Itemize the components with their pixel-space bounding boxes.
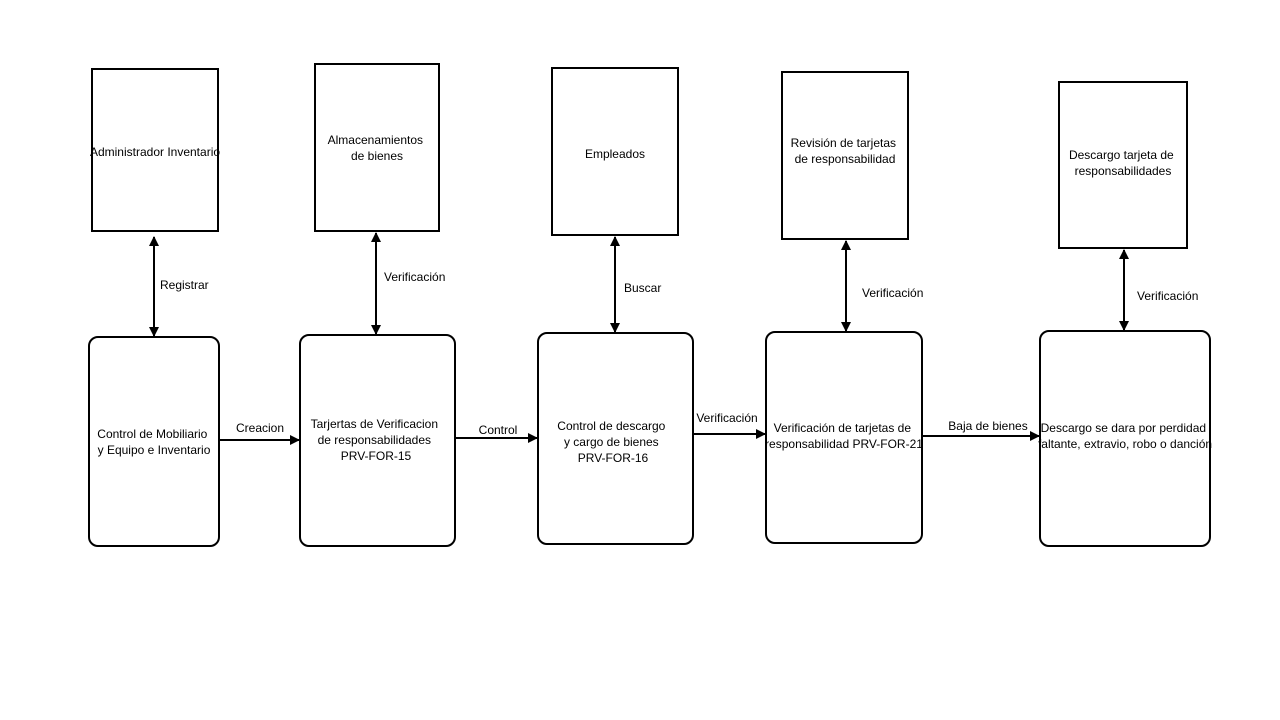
vertical-label: Verificación — [384, 270, 445, 284]
bottom-box-control-descargo: Control de descargo y cargo de bienes PR… — [537, 332, 694, 545]
vertical-label: Verificación — [862, 286, 923, 300]
top-box-text: de responsabilidad — [795, 152, 896, 166]
svg-text:Almacenamientos de biene: Almacenamientos de bienes — [328, 133, 427, 163]
top-box-administrador: Administrador Inventario — [90, 68, 220, 232]
svg-text:Descargo se dara por perdidad: Descargo se dara por perdidad faltante, … — [1038, 421, 1212, 451]
bottom-box-text: Tarjertas de Verificacion — [311, 417, 438, 431]
bottom-box-text: y Equipo e Inventario — [98, 443, 211, 457]
bottom-box-text: responsabilidad PRV-FOR-21 — [765, 437, 923, 451]
horizontal-label: Creacion — [236, 421, 284, 435]
horizontal-connector-control: Control — [456, 423, 538, 443]
vertical-label: Buscar — [624, 281, 661, 295]
vertical-connector-verificacion-2: Verificación — [841, 240, 923, 332]
top-box-text: Almacenamientos — [328, 133, 423, 147]
vertical-connector-registrar: Registrar — [149, 236, 209, 337]
horizontal-connector-creacion: Creacion — [220, 421, 300, 445]
bottom-box-text: Verificación de tarjetas de — [774, 421, 912, 435]
top-box-descargo-tarjeta: Descargo tarjeta de responsabilidades — [1058, 81, 1188, 249]
bottom-box-text: y cargo de bienes — [564, 435, 659, 449]
bottom-box-text: Control de descargo — [557, 419, 665, 433]
top-box-text: Descargo tarjeta de — [1069, 148, 1174, 162]
top-box-almacenamientos: Almacenamientos de bienes — [314, 63, 440, 232]
svg-text:Control de descargo y ca: Control de descargo y cargo de bienes PR… — [557, 419, 668, 465]
bottom-box-descargo-perdida: Descargo se dara por perdidad faltante, … — [1038, 330, 1212, 547]
top-box-text: Revisión de tarjetas — [791, 136, 896, 150]
svg-text:Revisión de tarjetas de: Revisión de tarjetas de responsabilidad — [791, 136, 900, 166]
vertical-connector-verificacion-1: Verificación — [371, 232, 445, 335]
vertical-label: Verificación — [1137, 289, 1198, 303]
bottom-box-control-mobiliario: Control de Mobiliario y Equipo e Inventa… — [88, 336, 220, 547]
bottom-box-text: PRV-FOR-16 — [578, 451, 649, 465]
horizontal-connector-baja: Baja de bienes — [923, 419, 1040, 441]
bottom-box-tarjetas-verificacion: Tarjertas de Verificacion de responsabil… — [299, 334, 456, 547]
top-box-text: de bienes — [351, 149, 403, 163]
vertical-connector-verificacion-3: Verificación — [1119, 249, 1198, 331]
bottom-box-text: Control de Mobiliario — [97, 427, 207, 441]
top-box-revision: Revisión de tarjetas de responsabilidad — [781, 71, 909, 240]
top-box-empleados: Empleados — [551, 67, 679, 236]
bottom-box-text: faltante, extravio, robo o danción — [1038, 437, 1212, 451]
bottom-box-text: PRV-FOR-15 — [341, 449, 412, 463]
horizontal-connector-verificacion: Verificación — [694, 411, 766, 439]
svg-text:Descargo tarjeta de resp: Descargo tarjeta de responsabilidades — [1069, 148, 1177, 178]
vertical-label: Registrar — [160, 278, 209, 292]
bottom-box-verificacion-tarjetas: Verificación de tarjetas de responsabili… — [765, 331, 923, 544]
top-box-text: responsabilidades — [1075, 164, 1172, 178]
horizontal-label: Verificación — [696, 411, 757, 425]
horizontal-label: Control — [479, 423, 518, 437]
horizontal-label: Baja de bienes — [948, 419, 1027, 433]
svg-text:Tarjertas de Verificacion: Tarjertas de Verificacion de responsabil… — [311, 417, 442, 463]
svg-text:Administrador Inventario: Administrador Inventario — [90, 145, 220, 159]
bottom-box-text: Descargo se dara por perdidad — [1041, 421, 1206, 435]
top-box-text: Empleados — [585, 147, 645, 161]
svg-text:Empleados: Empleados — [585, 147, 645, 161]
svg-text:Control de Mobiliario y: Control de Mobiliario y Equipo e Inventa… — [97, 427, 210, 457]
top-box-text: Administrador Inventario — [90, 145, 220, 159]
vertical-connector-buscar: Buscar — [610, 236, 661, 333]
svg-text:Verificación de tarjetas de: Verificación de tarjetas de responsabili… — [765, 421, 923, 451]
bottom-box-text: de responsabilidades — [318, 433, 431, 447]
